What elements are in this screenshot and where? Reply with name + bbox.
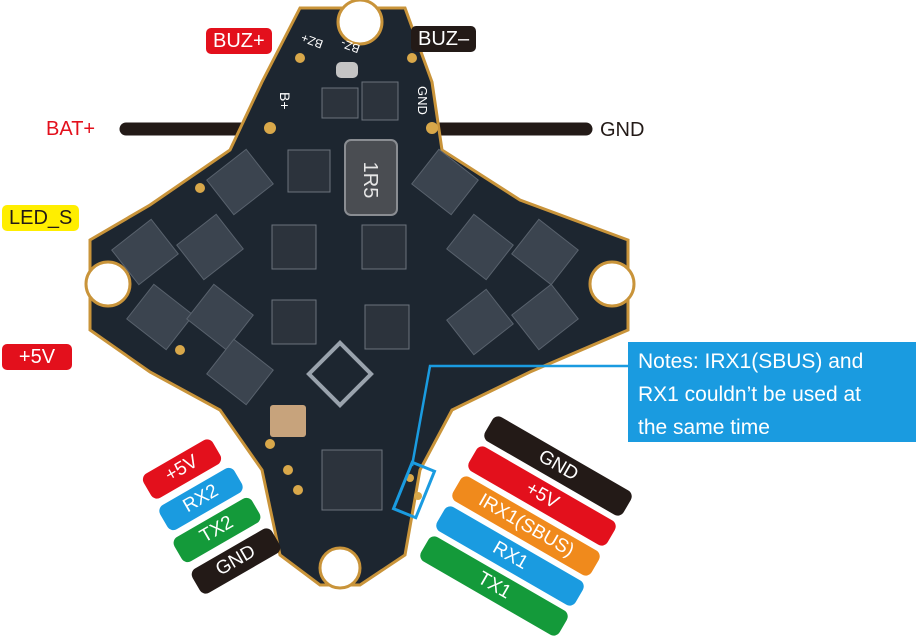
solder-pad: [175, 345, 185, 355]
ic-chip: [287, 149, 331, 193]
mosfet: [446, 213, 514, 281]
mcu-chip: [321, 449, 383, 511]
mount-hole: [318, 546, 362, 590]
mosfet: [411, 148, 479, 216]
notes-line-3: the same time: [638, 416, 770, 439]
notes-box: Notes: IRX1(SBUS) and RX1 couldn’t be us…: [628, 342, 916, 442]
mosfet: [111, 218, 179, 286]
solder-pad: [283, 465, 293, 475]
note-leader-line: [410, 364, 628, 467]
mosfet: [126, 283, 194, 351]
solder-pad: [295, 53, 305, 63]
mount-hole: [588, 260, 636, 308]
driver-chip: [271, 224, 317, 270]
v5-left-label: +5V: [2, 344, 72, 370]
solder-pad: [265, 439, 275, 449]
board-outline: [88, 6, 630, 587]
gyro-sensor: [306, 340, 374, 408]
mount-hole: [84, 260, 132, 308]
driver-chip: [364, 304, 410, 350]
solder-pad: [195, 183, 205, 193]
mosfet: [186, 283, 254, 351]
mosfet: [176, 213, 244, 281]
led-s-label: LED_S: [2, 205, 80, 231]
driver-chip: [271, 299, 317, 345]
buz-minus-label: BUZ–: [411, 26, 477, 52]
bat-plus-label: BAT+: [46, 118, 96, 140]
mosfet: [511, 218, 579, 286]
silk-bz-minus: BZ-: [339, 36, 362, 56]
mosfet: [511, 283, 579, 351]
mosfet: [446, 288, 514, 356]
solder-pad: [426, 122, 438, 134]
inductor: [344, 139, 398, 216]
capacitor: [270, 405, 306, 437]
ic-chip: [361, 81, 399, 121]
driver-chip: [361, 224, 407, 270]
solder-pad: [414, 492, 422, 500]
inductor-label: 1R5: [359, 162, 381, 199]
solder-pad: [264, 122, 276, 134]
gnd-label: GND: [600, 119, 645, 141]
silk-b-plus: B+: [277, 92, 293, 110]
notes-line-2: RX1 couldn’t be used at: [638, 383, 861, 406]
receiver-pad-highlight: [391, 460, 437, 520]
mount-hole: [336, 0, 384, 46]
mosfet: [206, 338, 274, 406]
solder-pad: [293, 485, 303, 495]
ic-chip: [321, 87, 359, 119]
buz-plus-label: BUZ+: [206, 28, 272, 54]
buzzer-pad: [336, 62, 358, 78]
notes-line-1: Notes: IRX1(SBUS) and: [638, 350, 864, 373]
silk-gnd: GND: [415, 86, 430, 115]
solder-pad: [407, 53, 417, 63]
mosfet: [206, 148, 274, 216]
